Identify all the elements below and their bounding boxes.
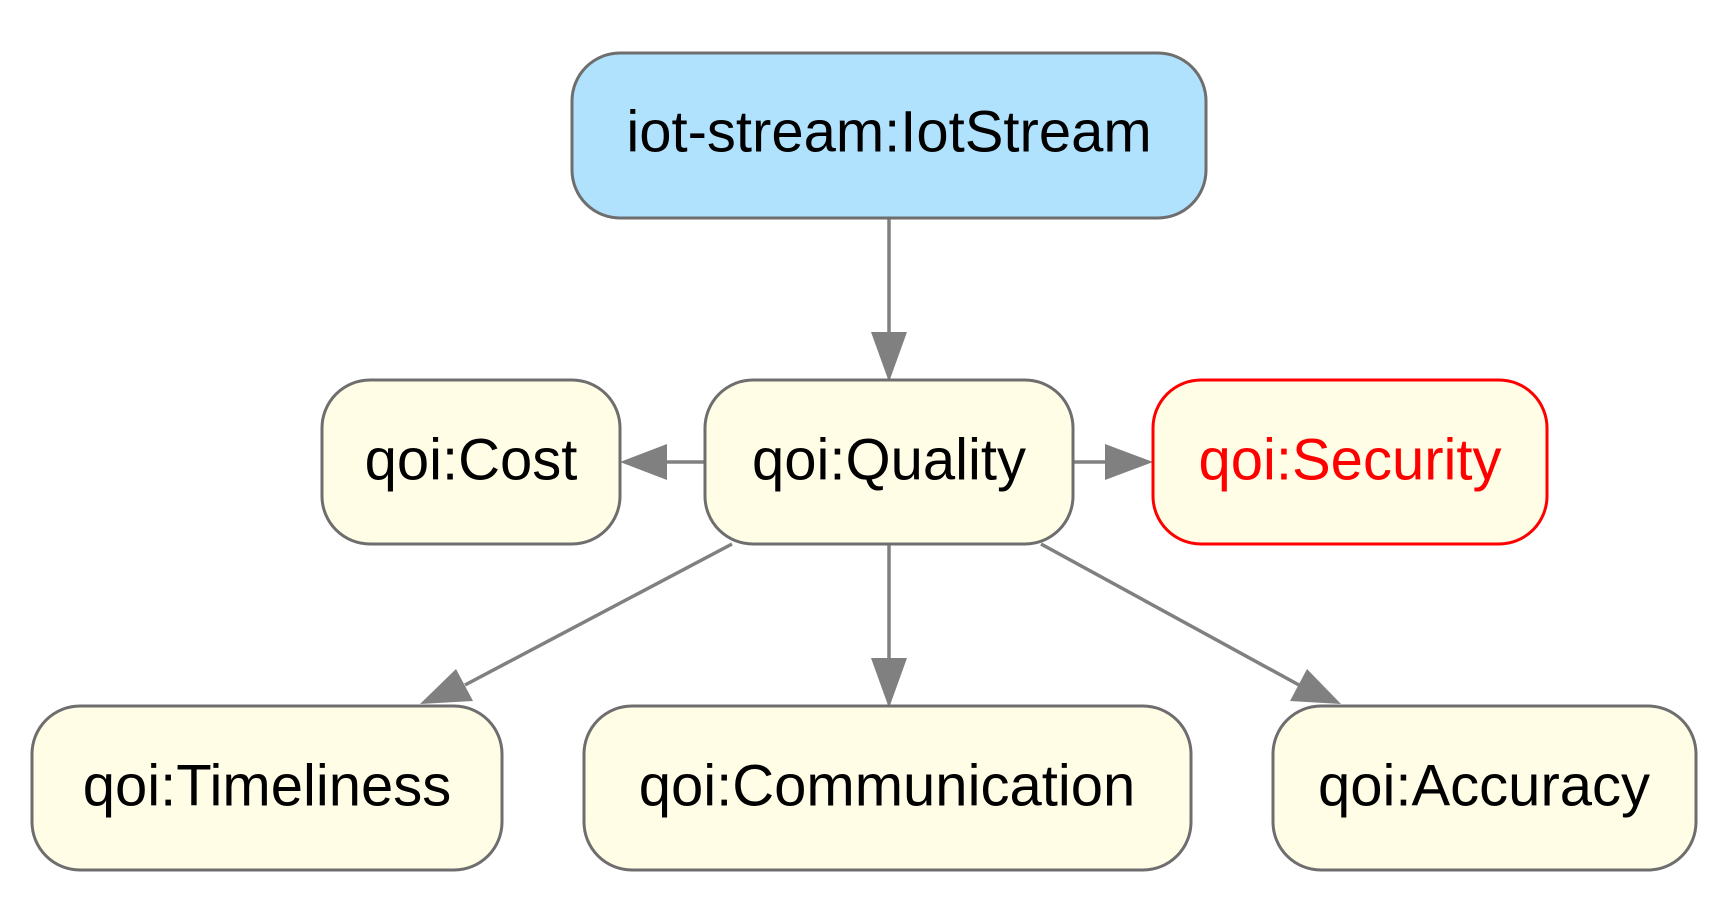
edges <box>420 218 1341 708</box>
node-accuracy-box <box>1271 704 1698 872</box>
node-cost[interactable]: qoi:Cost <box>320 378 622 546</box>
node-cost-box <box>320 378 622 546</box>
node-communication-box <box>582 704 1193 872</box>
nodes: iot-stream:IotStream qoi:Quality qoi:Cos… <box>30 51 1698 872</box>
node-security[interactable]: qoi:Security <box>1151 378 1549 546</box>
node-timeliness-label: qoi:Timeliness <box>83 754 452 819</box>
node-timeliness-box <box>30 704 504 872</box>
arrowhead-security <box>1105 444 1153 480</box>
arrowhead-cost <box>620 444 667 480</box>
arrowhead-quality-top <box>871 332 907 382</box>
node-security-label: qoi:Security <box>1198 428 1501 493</box>
node-communication[interactable]: qoi:Communication <box>582 704 1193 872</box>
edge-quality-accuracy <box>1040 542 1300 687</box>
arrowhead-timeliness <box>420 669 473 704</box>
node-accuracy[interactable]: qoi:Accuracy <box>1271 704 1698 872</box>
node-security-box <box>1151 378 1549 546</box>
node-communication-label: qoi:Communication <box>639 754 1135 819</box>
node-timeliness[interactable]: qoi:Timeliness <box>30 704 504 872</box>
node-iotstream-label: iot-stream:IotStream <box>626 100 1151 165</box>
edge-quality-timeliness <box>464 542 733 687</box>
node-quality[interactable]: qoi:Quality <box>703 378 1075 546</box>
arrowhead-accuracy <box>1290 669 1341 704</box>
node-quality-box <box>703 378 1075 546</box>
node-iotstream-box <box>570 51 1208 220</box>
node-quality-label: qoi:Quality <box>752 428 1026 493</box>
node-cost-label: qoi:Cost <box>365 428 578 493</box>
arrowhead-communication <box>871 658 907 708</box>
node-iotstream[interactable]: iot-stream:IotStream <box>570 51 1208 220</box>
node-accuracy-label: qoi:Accuracy <box>1318 754 1650 819</box>
